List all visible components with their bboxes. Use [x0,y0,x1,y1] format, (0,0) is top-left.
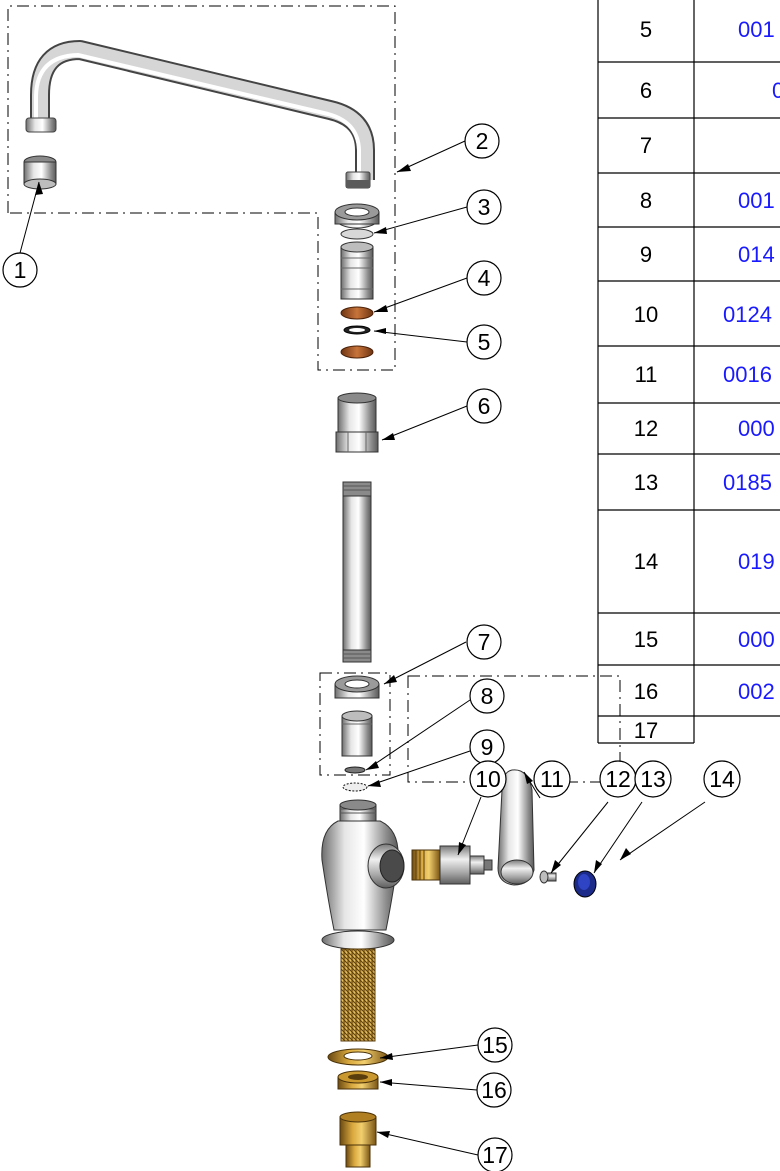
svg-text:11: 11 [635,362,658,387]
o-ring-upper [340,306,374,320]
table-row: 9 014 [640,242,775,267]
svg-text:0016: 0016 [723,362,772,387]
svg-text:14: 14 [709,766,735,792]
table-row: 8 001 [640,188,775,213]
callout-15: 15 [477,1027,513,1063]
svg-text:9: 9 [640,242,652,267]
callout-13: 13 [634,760,672,798]
callout-1: 1 [2,252,38,288]
callout-10: 10 [469,760,507,798]
valve-cartridge [411,845,493,885]
callout-14: 14 [703,760,741,798]
svg-text:4: 4 [478,265,491,291]
faucet-body [321,799,405,950]
svg-text:12: 12 [634,416,658,441]
arrowheads [35,164,631,1138]
union-sleeve [341,710,373,757]
svg-text:6: 6 [478,393,491,419]
union-group-boundary [319,672,391,776]
union-nut [334,675,380,699]
spout-coupling [335,392,379,453]
callout-11: 11 [533,760,571,798]
svg-text:0185: 0185 [723,470,772,495]
index-button [573,870,597,898]
callout-9: 9 [469,729,505,765]
svg-text:12: 12 [605,766,631,792]
svg-text:7: 7 [478,629,491,655]
spout-nut [334,203,380,229]
swing-spout [25,40,375,189]
callout-17: 17 [477,1137,513,1171]
svg-text:001: 001 [738,17,775,42]
svg-text:000: 000 [738,627,775,652]
table-row: 10 0124 [634,302,772,327]
svg-text:7: 7 [640,133,652,158]
flat-washer [327,1048,389,1066]
svg-text:14: 14 [634,549,658,574]
coupling-nut [339,1111,377,1168]
svg-text:0: 0 [772,78,780,103]
table-row: 11 0016 [635,362,772,387]
o-ring-lower [340,345,374,359]
callout-7: 7 [466,624,502,660]
svg-text:13: 13 [640,766,666,792]
svg-text:001: 001 [738,188,775,213]
table-row: 7 [640,133,652,158]
callout-16: 16 [476,1072,512,1108]
locknut [337,1070,379,1090]
table-row: 6 0 [640,78,780,103]
lever-handle [497,769,535,886]
svg-text:8: 8 [481,683,494,709]
supply-shank [340,948,376,1042]
parts-table: 5 001 6 0 7 8 001 9 014 10 0124 11 001 6 … [597,0,780,744]
svg-text:002: 002 [738,679,775,704]
table-row: 13 0185 [634,470,772,495]
svg-text:014: 014 [738,242,775,267]
riser-pipe [342,481,372,663]
spout-washer [340,228,374,240]
handle-screw [539,870,557,884]
svg-text:17: 17 [482,1142,508,1168]
lock-washer [342,782,368,792]
svg-text:9: 9 [481,734,494,760]
svg-text:16: 16 [481,1077,507,1103]
callout-8: 8 [469,678,505,714]
leader-lines [19,140,706,1156]
table-row: 16 002 [634,679,775,704]
svg-text:16: 16 [634,679,658,704]
callout-4: 4 [466,260,502,296]
table-row: 15 000 [634,627,775,652]
svg-text:13: 13 [634,470,658,495]
svg-text:15: 15 [634,627,658,652]
svg-text:3: 3 [478,194,491,220]
svg-text:10: 10 [634,302,658,327]
svg-text:11: 11 [540,766,564,792]
svg-text:1: 1 [14,257,27,283]
svg-text:5: 5 [640,17,652,42]
svg-text:019: 019 [738,549,775,574]
table-row: 12 000 [634,416,775,441]
svg-text:0124: 0124 [723,302,772,327]
callout-2: 2 [464,123,500,159]
callout-5: 5 [466,324,502,360]
table-row: 17 [634,718,658,743]
svg-text:15: 15 [482,1032,508,1058]
svg-text:10: 10 [475,766,501,792]
cartridge-group-boundary [407,675,621,783]
svg-text:5: 5 [478,329,491,355]
callout-12: 12 [599,760,637,798]
spout-sleeve [340,241,374,300]
table-row: 5 001 [640,17,775,42]
svg-text:17: 17 [634,718,658,743]
svg-text:6: 6 [640,78,652,103]
svg-text:000: 000 [738,416,775,441]
union-washer [344,766,366,774]
table-row: 14 019 [634,549,775,574]
svg-text:2: 2 [476,128,489,154]
svg-text:8: 8 [640,188,652,213]
callout-3: 3 [466,189,502,225]
callout-6: 6 [466,388,502,424]
aerator [23,155,57,190]
